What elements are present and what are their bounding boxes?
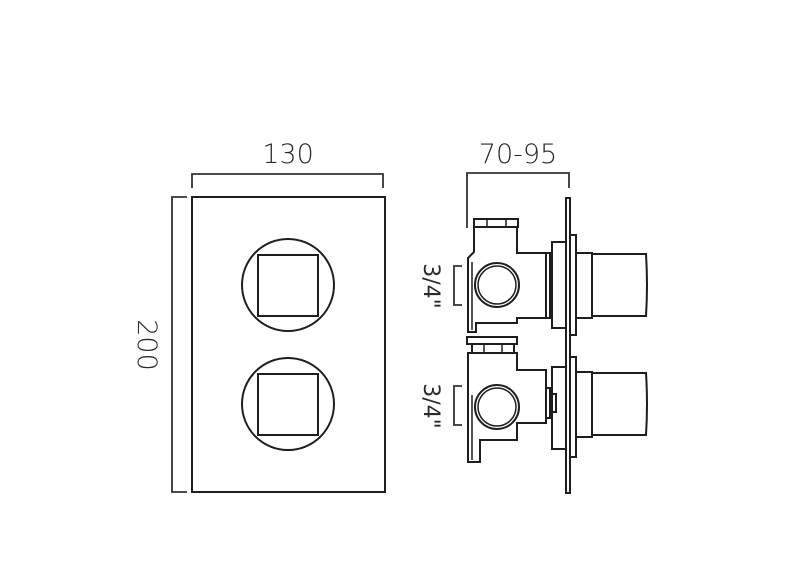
upper-inlet-thread: 3/4": [418, 263, 462, 309]
upper-valve-body: [467, 218, 648, 336]
wall-plate: [565, 197, 571, 494]
width-dimension: 130: [191, 139, 384, 188]
lower-valve-body: [467, 352, 648, 463]
faceplate-outline: [191, 196, 386, 493]
height-dimension: 200: [131, 196, 187, 493]
depth-dimension: 70-95: [466, 139, 570, 228]
front-view: 130 200: [131, 139, 386, 493]
upper-thread-label: 3/4": [418, 263, 443, 309]
width-label: 130: [262, 139, 314, 170]
lower-inlet-thread: 3/4": [418, 383, 462, 429]
height-label: 200: [131, 319, 162, 371]
lower-control-knob: [241, 357, 335, 451]
body-connector: [466, 336, 518, 354]
lower-thread-label: 3/4": [418, 383, 443, 429]
depth-label: 70-95: [479, 139, 557, 170]
side-view: 70-95: [418, 139, 648, 494]
upper-control-knob: [241, 238, 335, 332]
